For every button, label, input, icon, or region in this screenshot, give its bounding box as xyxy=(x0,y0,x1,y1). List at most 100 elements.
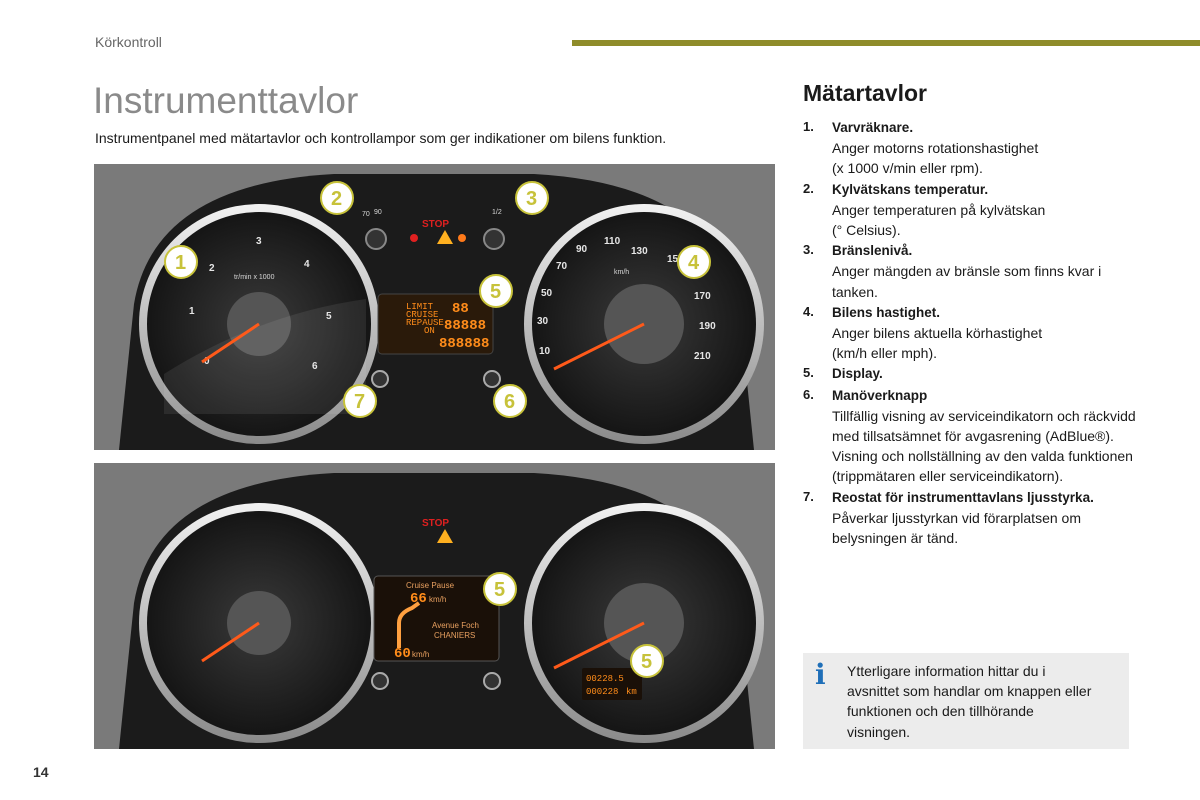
item-number: 1. xyxy=(803,119,814,134)
speed-tick: 150 xyxy=(667,254,684,265)
section-label: Körkontroll xyxy=(95,34,162,50)
callout-6: 6 xyxy=(493,384,527,418)
rheostat-knob[interactable] xyxy=(371,672,389,690)
warning-light xyxy=(458,234,466,242)
item-number: 2. xyxy=(803,180,814,196)
item-description: Anger motorns rotationshastighet xyxy=(832,140,1039,157)
item-heading: Manöverknapp xyxy=(832,387,928,403)
item-heading: Kylvätskans temperatur. xyxy=(832,181,989,197)
tach-tick: 5 xyxy=(326,311,332,322)
info-icon: i xyxy=(815,658,826,691)
item-description: Visning och nollställning av den valda f… xyxy=(832,448,1133,485)
tach-unit: tr/min x 1000 xyxy=(234,274,275,281)
speed-tick: 90 xyxy=(576,244,588,255)
instrument-panel-figure-1: 0 1 2 3 4 5 6 tr/min x 1000 10 30 50 70 … xyxy=(94,164,775,450)
trip-odo: 00228.5 xyxy=(586,674,624,684)
svg-text:6: 6 xyxy=(504,391,515,413)
nav-header: Cruise Pause xyxy=(406,581,455,590)
item-number: 7. xyxy=(803,488,814,504)
callout-3: 3 xyxy=(515,181,549,215)
gauge-list: 1. Varvräknare. Anger motorns rotationshas… xyxy=(803,117,1143,548)
info-text: Ytterligare information hittar du i avsn… xyxy=(847,663,1092,740)
display-line: CRUISE xyxy=(406,310,438,320)
stop-warning-label: STOP xyxy=(422,219,449,230)
display-top-value: 88 xyxy=(452,301,469,317)
nav-street: CHANIERS xyxy=(434,631,475,640)
speed-tick: 70 xyxy=(556,261,568,272)
control-knob[interactable] xyxy=(483,370,501,388)
svg-text:5: 5 xyxy=(490,281,501,303)
callout-7: 7 xyxy=(343,384,377,418)
item-description: Tillfällig visning av serviceindikatorn … xyxy=(832,407,1136,445)
page-number: 14 xyxy=(33,764,49,780)
page-title: Instrumenttavlor xyxy=(93,80,359,121)
fuel-gauge xyxy=(483,228,505,250)
nav-arrow-icon xyxy=(397,601,421,648)
warning-light xyxy=(410,234,418,242)
svg-text:7: 7 xyxy=(354,391,365,413)
item-description: (x 1000 v/min eller rpm). xyxy=(832,160,983,177)
intro-text: Instrumentpanel med mätartavlor och kont… xyxy=(95,130,667,146)
svg-text:4: 4 xyxy=(688,252,700,274)
display-odo: 888888 xyxy=(439,336,489,352)
nav-limit-unit: km/h xyxy=(412,650,429,659)
tach-needle xyxy=(201,621,260,663)
control-knob[interactable] xyxy=(483,672,501,690)
tach-needle xyxy=(201,322,260,364)
tach-tick: 2 xyxy=(209,263,215,274)
warning-triangle-icon xyxy=(437,230,453,244)
display-line: LIMIT xyxy=(406,302,434,312)
odo-unit: km xyxy=(626,687,637,697)
section-heading: Mätartavlor xyxy=(803,80,927,106)
svg-text:5: 5 xyxy=(494,579,505,601)
item-description: (km/h eller mph). xyxy=(832,345,938,362)
callout-5: 5 xyxy=(630,644,664,678)
nav-street: Avenue Foch xyxy=(432,621,479,630)
item-number: 3. xyxy=(803,242,814,258)
speed-tick: 130 xyxy=(631,246,648,257)
nav-limit: 60 xyxy=(394,646,411,662)
speed-tick: 190 xyxy=(699,321,716,332)
total-odo: 000228 xyxy=(586,687,618,697)
item-heading: Bilens hastighet. xyxy=(832,304,941,320)
rheostat-knob[interactable] xyxy=(371,370,389,388)
item-description: Påverkar ljusstyrkan vid förarplatsen om… xyxy=(832,509,1081,547)
speed-tick: 10 xyxy=(539,346,551,357)
item-heading: Varvräknare. xyxy=(832,120,914,135)
item-description: (° Celsius). xyxy=(832,222,901,239)
right-column: Mätartavlor 1. Varvräknare. Anger motorns … xyxy=(803,80,1143,548)
tach-tick: 0 xyxy=(204,356,210,367)
speed-needle xyxy=(553,322,645,371)
tach-tick: 1 xyxy=(189,306,195,317)
gauge-list-item: 2. Kylvätskans temperatur. Anger temperatu… xyxy=(803,179,1143,241)
gauge-list-item: 4.Bilens hastighet.Anger bilens aktuella… xyxy=(803,302,1143,364)
speed-unit: km/h xyxy=(614,269,629,276)
svg-text:2: 2 xyxy=(331,188,342,210)
gauge-list-item: 7.Reostat för instrumenttavlans ljusstyr… xyxy=(803,487,1143,549)
svg-text:1: 1 xyxy=(175,252,186,274)
nav-display xyxy=(373,575,500,662)
svg-text:3: 3 xyxy=(526,188,537,210)
item-description: Anger temperaturen på kylvätskan xyxy=(832,201,1046,218)
fuel-tick: 1/2 xyxy=(492,209,502,216)
item-heading: Display. xyxy=(832,366,883,382)
header-accent-bar xyxy=(572,40,1200,46)
display-odo: 88888 xyxy=(444,318,486,334)
tach-tick: 3 xyxy=(256,236,262,247)
temp-tick: 70 xyxy=(362,211,370,218)
odometer-display xyxy=(582,668,642,700)
callout-4: 4 xyxy=(677,245,711,279)
info-box: i Ytterligare information hittar du i av… xyxy=(803,653,1129,749)
gauge-list-item: 5. Display. xyxy=(803,363,1143,384)
tach-tick: 6 xyxy=(312,361,318,372)
stop-warning-label: STOP xyxy=(422,518,449,529)
speed-tick: 110 xyxy=(604,236,621,247)
nav-speed-unit: km/h xyxy=(429,595,446,604)
warning-triangle-icon xyxy=(437,529,453,543)
speed-tick: 30 xyxy=(537,316,549,327)
speed-tick: 50 xyxy=(541,288,553,299)
item-number: 5. xyxy=(803,365,814,381)
instrument-panel-figure-2: STOP Cruise Pause 66 km/h Avenue Foch CH… xyxy=(94,463,775,749)
item-heading: Bränslenivå. xyxy=(832,243,913,259)
